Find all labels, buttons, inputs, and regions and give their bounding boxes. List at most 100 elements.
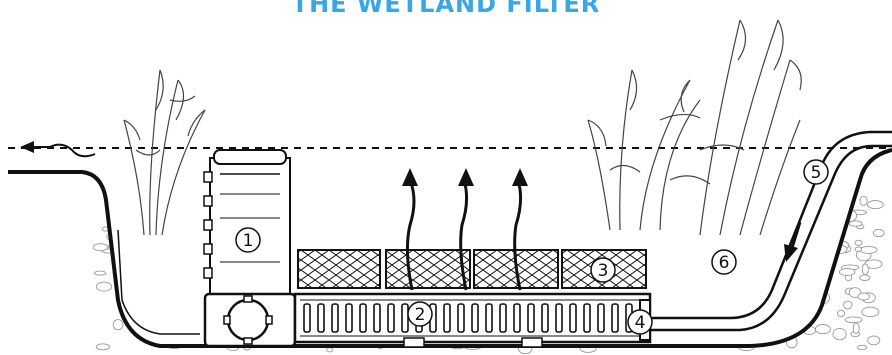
callout-2: 2 — [407, 301, 433, 327]
gravel-stone — [854, 246, 863, 253]
pipe-slot — [317, 303, 325, 333]
gravel-stone — [617, 240, 634, 249]
gravel-stone — [546, 218, 560, 226]
pipe-slot — [387, 303, 395, 333]
gravel-stone — [585, 231, 602, 239]
gravel-stone — [529, 238, 547, 250]
gravel-stone — [832, 327, 847, 341]
gravel-stone — [717, 305, 725, 316]
gravel-stone — [816, 203, 831, 212]
gravel-stone — [705, 235, 721, 249]
gravel-stone — [706, 232, 715, 244]
gravel-stone — [159, 315, 171, 326]
gravel-stone — [557, 215, 568, 225]
inlet-pipe — [650, 130, 892, 332]
pipe-slot — [569, 303, 577, 333]
gravel-stone — [782, 216, 792, 223]
gravel-stone — [661, 210, 678, 222]
gravel-stone — [92, 243, 109, 252]
pipe-slot — [457, 303, 465, 333]
gravel-stone — [579, 211, 588, 219]
gravel-stone — [606, 198, 615, 205]
gravel-stone — [579, 218, 587, 225]
gravel-stone — [326, 347, 334, 353]
gravel-stone — [804, 309, 814, 317]
gravel-stone — [736, 331, 746, 340]
pipe-slot — [611, 303, 619, 333]
gravel-stone — [143, 287, 161, 296]
gravel-stone — [366, 196, 377, 209]
gravel-stone — [162, 246, 172, 258]
callout-6: 6 — [711, 249, 737, 275]
gravel-stone — [187, 225, 198, 232]
gravel-stone — [172, 265, 189, 271]
callout-1: 1 — [235, 227, 261, 253]
gravel-stone — [867, 200, 884, 210]
gravel-stone — [162, 208, 180, 214]
gravel-stone — [420, 213, 431, 224]
pipe-slot — [597, 303, 605, 333]
gravel-stone — [728, 289, 742, 295]
plants-left — [123, 69, 206, 236]
gravel-stone — [579, 235, 592, 242]
gravel-stone — [750, 283, 763, 296]
upflow-arrow — [513, 179, 523, 291]
gravel-stone — [799, 301, 816, 309]
gravel-stone — [471, 195, 481, 208]
gravel-stone — [722, 215, 734, 225]
gravel-stone — [650, 295, 659, 308]
gravel-stone — [137, 233, 151, 244]
gravel-stone — [838, 268, 856, 276]
plants-right — [587, 19, 802, 236]
gravel-stone — [684, 303, 696, 314]
pipe-slot — [513, 303, 521, 333]
gravel-stone — [376, 234, 386, 241]
callout-5-label: 5 — [811, 163, 822, 183]
gravel-stone — [524, 213, 540, 224]
gravel-stone — [354, 224, 363, 234]
gravel-stone — [666, 268, 677, 279]
gravel-stone — [185, 229, 194, 237]
gravel-stone — [185, 263, 204, 270]
gravel-stone — [298, 234, 310, 247]
gravel-stone — [506, 236, 520, 244]
gravel-stone — [397, 231, 409, 244]
gravel-stone — [121, 226, 139, 232]
gravel-stone — [480, 203, 491, 213]
gravel-stone — [583, 230, 600, 241]
gravel-stone — [814, 324, 831, 335]
pipe-slot — [359, 303, 367, 333]
gravel-stone — [668, 334, 676, 346]
gravel-stone — [859, 245, 878, 254]
gravel-stone — [789, 295, 801, 307]
diagram-title: THE WETLAND FILTER — [291, 0, 601, 18]
gravel-stone — [651, 262, 662, 269]
gravel-stone — [810, 201, 821, 208]
gravel-stone — [859, 195, 868, 206]
gravel-stone — [702, 235, 711, 244]
gravel-stone — [720, 302, 736, 310]
gravel-stone — [812, 256, 830, 265]
gravel-stone — [788, 200, 799, 209]
gravel-stone — [434, 206, 453, 216]
gravel-stone — [183, 245, 192, 254]
callout-3: 3 — [590, 257, 616, 283]
gravel-stone — [857, 292, 870, 301]
gravel-stone — [188, 315, 207, 323]
gravel-stone — [695, 240, 710, 250]
callout-4-label: 4 — [635, 313, 646, 333]
gravel-stone — [584, 217, 603, 227]
gravel-stone — [477, 238, 486, 250]
callout-1-label: 1 — [243, 231, 254, 251]
gravel-stone — [590, 236, 603, 246]
gravel-stone — [550, 199, 564, 212]
gravel-stone — [403, 238, 418, 244]
gravel-stone — [177, 271, 190, 278]
pipe-slot — [443, 303, 451, 333]
gravel-stone — [861, 263, 869, 276]
gravel-stone — [557, 216, 573, 227]
upflow-arrow — [459, 179, 469, 291]
gravel-stone — [533, 223, 551, 232]
pipe-slot — [541, 303, 549, 333]
